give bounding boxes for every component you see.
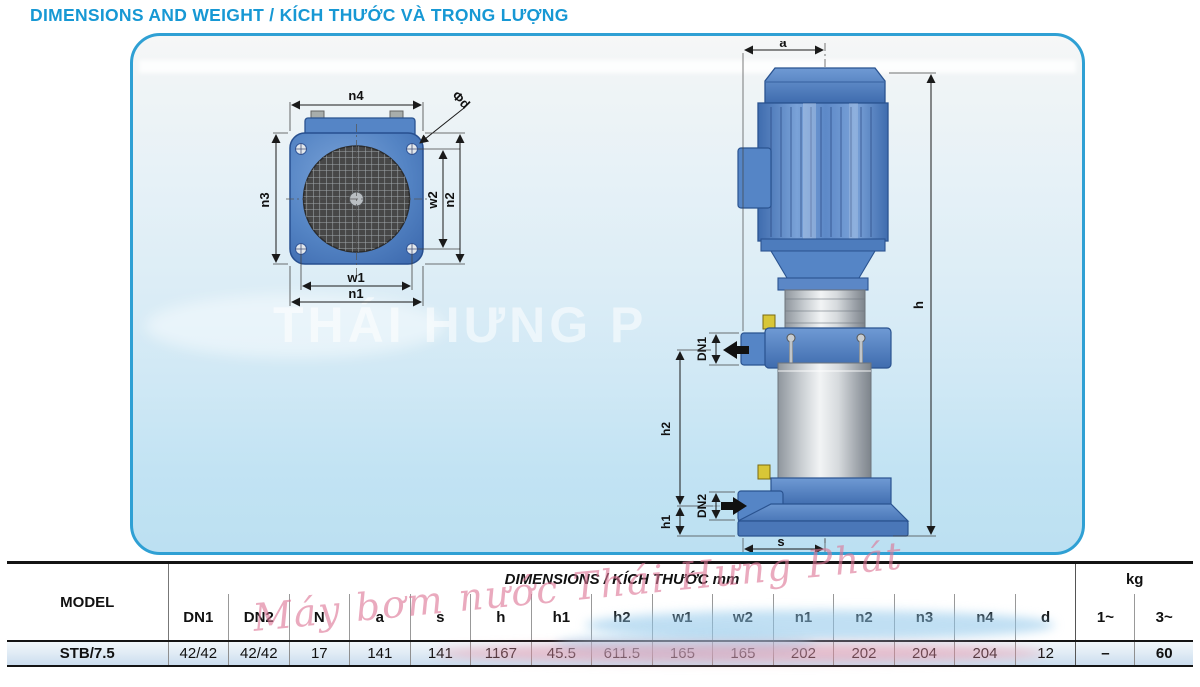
dim-label-dn2: DN2 bbox=[695, 494, 709, 518]
model-column-header: MODEL bbox=[7, 562, 169, 642]
col-header-s: s bbox=[409, 594, 471, 642]
col-header-w2: w2 bbox=[712, 594, 774, 642]
dim-label-phi-d: Φd bbox=[449, 88, 473, 112]
col-header-n3: n3 bbox=[893, 594, 955, 642]
cell-w2: 165 bbox=[712, 641, 774, 666]
cell-n1: 202 bbox=[772, 641, 834, 666]
dim-label-h1: h1 bbox=[659, 515, 673, 529]
dn2-flange-band bbox=[770, 477, 892, 507]
dim-label-s: s bbox=[777, 534, 784, 549]
dn1-flow-arrow bbox=[723, 341, 749, 359]
coupling-housing bbox=[777, 277, 869, 291]
col-header-w1: w1 bbox=[651, 594, 713, 642]
cell-1ph-weight: – bbox=[1075, 641, 1135, 666]
col-header-n: N bbox=[288, 594, 350, 642]
cell-h2: 611.5 bbox=[591, 641, 653, 666]
cell-a: 141 bbox=[349, 641, 411, 666]
cell-s: 141 bbox=[409, 641, 471, 666]
pump-side-view-drawing: a h DN1 h2 DN2 h1 s bbox=[659, 41, 936, 552]
motor-adapter bbox=[770, 250, 876, 279]
dim-label-w1: w1 bbox=[346, 270, 364, 285]
dn1-flange-band bbox=[764, 327, 892, 369]
cell-dn2: 42/42 bbox=[228, 641, 290, 666]
diagram-panel: THÁI HƯNG P bbox=[130, 33, 1085, 555]
terminal-box bbox=[737, 147, 772, 209]
corner-screw-holes bbox=[295, 143, 418, 255]
cell-w1: 165 bbox=[651, 641, 713, 666]
page-title: DIMENSIONS AND WEIGHT / KÍCH THƯỚC VÀ TR… bbox=[30, 5, 569, 25]
col-header-n2: n2 bbox=[833, 594, 895, 642]
motor-body bbox=[757, 102, 889, 242]
motor-flange bbox=[760, 238, 886, 252]
col-header-3ph: 3~ bbox=[1134, 594, 1193, 642]
cell-3ph-weight: 60 bbox=[1134, 641, 1193, 666]
cell-model: STB/7.5 bbox=[59, 645, 115, 662]
cell-n: 17 bbox=[288, 641, 350, 666]
base-flare bbox=[737, 503, 910, 522]
dim-label-dn1: DN1 bbox=[695, 337, 709, 361]
motor-fan-cover bbox=[764, 67, 886, 104]
col-header-a: a bbox=[349, 594, 411, 642]
spec-table: MODEL DIMENSIONS / KÍCH THƯỚC mm kg DN1 … bbox=[7, 561, 1193, 667]
cell-dn1: 42/42 bbox=[167, 641, 229, 666]
table-row: STB/7.5 42/42 42/42 17 141 141 1167 45.5… bbox=[7, 641, 1193, 666]
dim-label-n1: n1 bbox=[348, 286, 363, 301]
dim-label-a: a bbox=[779, 41, 787, 50]
dn2-flow-arrow bbox=[721, 497, 747, 515]
dim-label-w2: w2 bbox=[425, 191, 440, 209]
cell-h1: 45.5 bbox=[530, 641, 592, 666]
drain-plug bbox=[757, 464, 771, 480]
col-header-h2: h2 bbox=[591, 594, 653, 642]
col-header-h: h bbox=[470, 594, 532, 642]
col-header-dn2: DN2 bbox=[228, 594, 290, 642]
cell-n2: 202 bbox=[833, 641, 895, 666]
dimensions-group-header: DIMENSIONS / KÍCH THƯỚC mm bbox=[504, 570, 740, 588]
base-plate bbox=[737, 520, 909, 537]
col-header-n4: n4 bbox=[954, 594, 1016, 642]
cell-d: 12 bbox=[1014, 641, 1076, 666]
vent-plug bbox=[762, 314, 776, 330]
pump-front-view-drawing: n4 Φd n3 w2 n2 w1 n1 bbox=[257, 88, 473, 307]
cell-n4: 204 bbox=[954, 641, 1016, 666]
col-header-dn1: DN1 bbox=[168, 594, 229, 642]
kg-group-header: kg bbox=[1075, 562, 1193, 594]
dim-label-n2: n2 bbox=[442, 192, 457, 207]
col-header-d: d bbox=[1014, 594, 1076, 642]
dim-label-n3: n3 bbox=[257, 192, 272, 207]
col-header-n1: n1 bbox=[772, 594, 834, 642]
dim-label-n4: n4 bbox=[348, 88, 364, 103]
dim-label-h: h bbox=[911, 301, 926, 309]
cell-h: 1167 bbox=[470, 641, 532, 666]
col-header-h1: h1 bbox=[530, 594, 592, 642]
cell-n3: 204 bbox=[893, 641, 955, 666]
centerlines bbox=[286, 124, 428, 278]
col-header-1ph: 1~ bbox=[1075, 594, 1135, 642]
pump-stage-cylinder bbox=[777, 362, 872, 482]
dim-label-h2: h2 bbox=[659, 422, 673, 436]
